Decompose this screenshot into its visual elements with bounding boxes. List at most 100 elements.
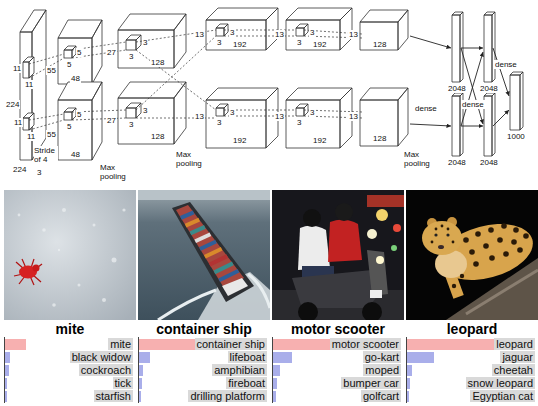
dimension-label: 11 <box>24 80 34 89</box>
layer-volume <box>118 82 186 144</box>
dimension-label: 3 <box>229 108 235 117</box>
dimension-label: 13 <box>194 30 205 39</box>
dimension-label: 3 <box>229 28 235 37</box>
prediction-label: motor scooter <box>330 338 401 350</box>
dimension-label: 192 <box>232 40 247 49</box>
layer-volume <box>484 93 495 156</box>
prediction-label: amphibian <box>212 364 267 376</box>
dimension-label: 3 <box>309 108 315 117</box>
dimension-label: 224 <box>12 165 27 174</box>
layer-note: Max pooling <box>404 150 440 168</box>
prediction-label: snow leopard <box>466 377 535 389</box>
dimension-label: 27 <box>106 116 117 125</box>
class-name: container ship <box>156 321 252 337</box>
layer-volume <box>206 8 278 50</box>
dimension-label: 3 <box>142 106 148 115</box>
prediction-label: cockroach <box>79 364 133 376</box>
layer-volume <box>126 103 141 118</box>
dimension-label: 1000 <box>506 132 526 141</box>
layer-label: dense <box>494 60 518 69</box>
layer-volume <box>20 10 46 160</box>
dimension-label: 3 <box>296 118 302 127</box>
class-name: mite <box>56 321 85 337</box>
dimension-label: 55 <box>46 66 57 75</box>
dimension-label: 13 <box>348 112 359 121</box>
dimension-label: 3 <box>216 118 222 127</box>
layer-note: Max pooling <box>100 163 136 181</box>
class-name: motor scooter <box>291 321 385 337</box>
prediction-label: tick <box>113 377 134 389</box>
dimension-label: 48 <box>70 74 81 83</box>
dimension-label: 192 <box>312 136 327 145</box>
prediction-label: container ship <box>195 338 268 350</box>
layer-label: dense <box>414 104 438 113</box>
layer-volume <box>118 14 186 68</box>
dimension-label: 3 <box>36 168 42 177</box>
layer-volume <box>216 104 228 116</box>
layer-volume <box>64 108 76 120</box>
scooter-photo <box>272 190 404 322</box>
layer-volume <box>510 72 523 130</box>
dimension-label: 2048 <box>479 158 499 167</box>
prediction-label: Egyptian cat <box>470 390 535 402</box>
layer-volume <box>58 20 102 84</box>
layer-volume <box>296 24 308 36</box>
layer-volume <box>58 82 102 160</box>
dimension-label: 128 <box>150 132 165 141</box>
dimension-label: 5 <box>66 60 72 69</box>
dimension-label: 5 <box>76 110 82 119</box>
dimension-label: 13 <box>274 112 285 121</box>
layer-label: dense <box>461 100 485 109</box>
layer-note: Max pooling <box>176 150 212 168</box>
dimension-label: 2048 <box>447 158 467 167</box>
dimension-label: 3 <box>128 120 134 129</box>
prediction-label: bumper car <box>341 377 401 389</box>
dimension-label: 5 <box>66 122 72 131</box>
layer-volume <box>64 46 76 58</box>
layer-note: Stride of 4 <box>34 146 58 164</box>
layer-volume <box>23 113 34 130</box>
dimension-label: 128 <box>372 134 387 143</box>
layer-volumes <box>20 8 523 160</box>
prediction-label: leopard <box>494 338 535 350</box>
kernel-projections <box>29 30 362 130</box>
layer-volume <box>126 35 141 50</box>
prediction-label: black widow <box>70 351 133 363</box>
dimension-label: 3 <box>128 52 134 61</box>
layer-volume <box>206 88 278 148</box>
dimension-label: 3 <box>216 38 222 47</box>
prediction-label: starfish <box>94 390 133 402</box>
dimension-label: 192 <box>232 136 247 145</box>
prediction-label: mite <box>108 338 133 350</box>
layer-volume <box>360 10 408 50</box>
dimension-label: 5 <box>76 48 82 57</box>
dimension-label: 13 <box>194 112 205 121</box>
leopard-photo <box>406 190 538 320</box>
prediction-label: jaguar <box>500 351 535 363</box>
ship-photo <box>138 190 270 320</box>
prediction-label: fireboat <box>226 377 267 389</box>
dimension-label: 13 <box>348 30 359 39</box>
layer-volume <box>452 12 463 82</box>
dimension-label: 48 <box>70 150 81 159</box>
prediction-label: go-kart <box>363 351 401 363</box>
dimension-label: 128 <box>150 58 165 67</box>
dimension-label: 27 <box>106 48 117 57</box>
prediction-label: drilling platform <box>188 390 267 402</box>
dense-connections <box>410 36 509 126</box>
dimension-label: 3 <box>142 38 148 47</box>
prediction-label: golfcart <box>361 390 401 402</box>
dimension-label: 3 <box>309 28 315 37</box>
dimension-label: 192 <box>312 40 327 49</box>
dimension-label: 128 <box>372 40 387 49</box>
mite-photo <box>4 190 136 320</box>
dimension-label: 3 <box>296 38 302 47</box>
dimension-label: 2048 <box>479 84 499 93</box>
prediction-label: cheetah <box>492 364 535 376</box>
layer-volume <box>23 57 34 78</box>
prediction-label: lifeboat <box>228 351 267 363</box>
dimension-label: 11 <box>13 118 23 127</box>
dimension-label: 55 <box>46 130 57 139</box>
layer-volume <box>296 104 308 116</box>
dimension-label: 11 <box>12 64 22 73</box>
